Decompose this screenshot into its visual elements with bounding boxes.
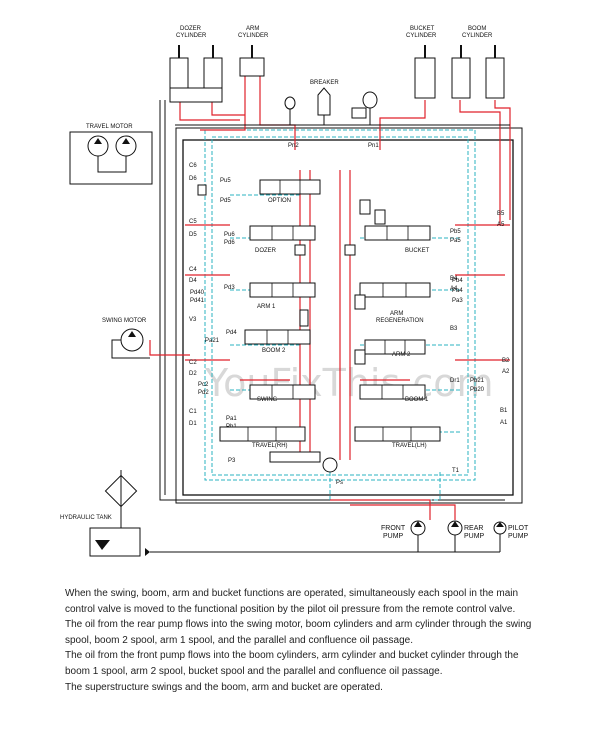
svg-text:Pd6: Pd6 bbox=[224, 240, 235, 246]
travel-motor: TRAVEL MOTOR bbox=[69, 124, 153, 185]
port-label: D2 bbox=[189, 371, 197, 377]
left-port-labels: C6 D6 C5 D5 C4 D4 V3 C2 D2 C1 D1 bbox=[189, 163, 197, 427]
pilot-port-labels: Pn2 Pn1 Pu5 Pd5 Pu6 Pd6 Pd3 Pd40 Pd41 Pb… bbox=[190, 143, 485, 486]
swing-motor-label: SWING MOTOR bbox=[102, 318, 147, 324]
spool-boom1-label: BOOM 1 bbox=[405, 397, 429, 403]
port-label: A2 bbox=[502, 369, 510, 375]
svg-text:Pb5: Pb5 bbox=[450, 229, 461, 235]
svg-text:Pa1: Pa1 bbox=[226, 416, 237, 422]
port-label: A1 bbox=[500, 420, 508, 426]
spool-travel-rh-label: TRAVEL(RH) bbox=[252, 443, 288, 449]
spool-arm2-label: ARM 2 bbox=[392, 352, 411, 358]
spool-swing-label: SWING bbox=[257, 397, 278, 403]
main-control-valve-outline bbox=[182, 139, 514, 496]
svg-text:Pd4: Pd4 bbox=[226, 330, 237, 336]
svg-text:Pd3: Pd3 bbox=[224, 285, 235, 291]
spool-arm1-label: ARM 1 bbox=[257, 304, 276, 310]
port-label: A4 bbox=[450, 286, 458, 292]
svg-text:Pb4: Pb4 bbox=[452, 278, 463, 284]
arm-cylinder bbox=[239, 45, 265, 77]
svg-text:Pb20: Pb20 bbox=[470, 387, 485, 393]
bucket-cylinder bbox=[414, 45, 436, 99]
port-label: B4 bbox=[450, 276, 458, 282]
port-label: D5 bbox=[189, 232, 197, 238]
port-label: C5 bbox=[189, 219, 197, 225]
hydraulic-tank: HYDRAULIC TANK bbox=[60, 470, 150, 557]
port-label: B2 bbox=[502, 358, 510, 364]
port-label: D6 bbox=[189, 176, 197, 182]
spool-bucket-label: BUCKET bbox=[405, 248, 430, 254]
svg-text:Pd41: Pd41 bbox=[190, 298, 205, 304]
svg-text:Pn1: Pn1 bbox=[368, 143, 379, 149]
description-paragraph-4: The superstructure swings and the boom, … bbox=[65, 681, 383, 693]
svg-text:Pu5: Pu5 bbox=[220, 178, 231, 184]
port-label: B1 bbox=[500, 408, 508, 414]
return-line-outer bbox=[175, 127, 523, 504]
description-text: When the swing, boom, arm and bucket fun… bbox=[65, 586, 543, 695]
port-label: B5 bbox=[497, 211, 505, 217]
svg-text:Pd5: Pd5 bbox=[220, 198, 231, 204]
svg-text:Pa21: Pa21 bbox=[205, 338, 220, 344]
svg-text:Pd2: Pd2 bbox=[198, 390, 209, 396]
port-label: B3 bbox=[450, 326, 458, 332]
port-label: C1 bbox=[189, 409, 197, 415]
port-label: A5 bbox=[497, 222, 505, 228]
svg-text:Pa3: Pa3 bbox=[452, 298, 463, 304]
svg-text:P3: P3 bbox=[228, 458, 236, 464]
port-label: V3 bbox=[189, 317, 197, 323]
pressure-lines bbox=[149, 62, 511, 520]
spool-travel-lh-label: TRAVEL(LH) bbox=[392, 443, 427, 449]
svg-text:Pc2: Pc2 bbox=[198, 382, 209, 388]
svg-text:Pb21: Pb21 bbox=[470, 378, 485, 384]
port-label: D4 bbox=[189, 278, 197, 284]
description-paragraph-2: The oil from the rear pump flows into th… bbox=[65, 619, 532, 646]
port-label: C4 bbox=[189, 267, 197, 273]
svg-text:T1: T1 bbox=[452, 468, 460, 474]
spool-option-label: OPTION bbox=[268, 198, 291, 204]
right-port-labels: B5 A5 B4 A4 B3 B2 A2 B1 A1 bbox=[450, 211, 510, 426]
breaker-label: BREAKER bbox=[310, 80, 339, 86]
svg-text:Dr1: Dr1 bbox=[450, 378, 460, 384]
travel-motor-label: TRAVEL MOTOR bbox=[86, 124, 133, 130]
spool-boom2-label: BOOM 2 bbox=[262, 348, 286, 354]
boom-cylinders bbox=[451, 45, 505, 99]
description-paragraph-3: The oil from the front pump flows into t… bbox=[65, 650, 519, 677]
misc-valves bbox=[197, 184, 386, 473]
spool-dozer-label: DOZER bbox=[255, 248, 277, 254]
hydraulic-circuit-diagram: YouFixThis.com C6 D6 C5 D5 C4 bbox=[60, 26, 529, 557]
svg-text:Ps: Ps bbox=[336, 480, 343, 486]
breaker-unit bbox=[175, 87, 510, 126]
description-paragraph-1: When the swing, boom, arm and bucket fun… bbox=[65, 588, 519, 615]
svg-text:Pu6: Pu6 bbox=[224, 232, 235, 238]
dozer-cylinders bbox=[169, 45, 223, 103]
port-label: C6 bbox=[189, 163, 197, 169]
svg-text:Pd40: Pd40 bbox=[190, 290, 205, 296]
hydraulic-tank-label: HYDRAULIC TANK bbox=[60, 515, 112, 521]
spool-blocks bbox=[219, 179, 441, 442]
svg-text:Pn2: Pn2 bbox=[288, 143, 299, 149]
swing-motor: SWING MOTOR bbox=[102, 318, 150, 359]
port-label: C2 bbox=[189, 360, 197, 366]
svg-text:Pa4: Pa4 bbox=[452, 288, 463, 294]
port-label: D1 bbox=[189, 421, 197, 427]
svg-text:Pa5: Pa5 bbox=[450, 238, 461, 244]
